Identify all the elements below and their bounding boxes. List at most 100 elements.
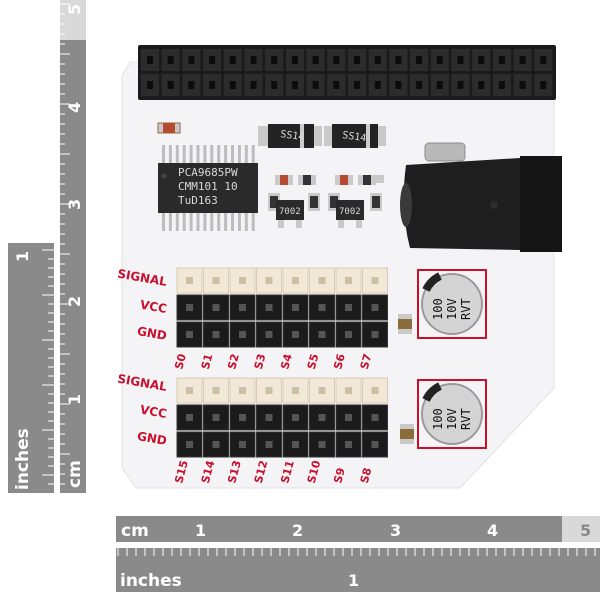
ic-marking-line-3: TuD163	[178, 194, 218, 207]
header-socket-hole	[167, 56, 174, 64]
bottom-ruler-inch-numbers: 1	[348, 571, 359, 590]
pin-tip	[318, 304, 326, 311]
pin-tip	[345, 441, 352, 448]
pin-tip	[265, 387, 273, 394]
pin-tip	[265, 277, 273, 284]
header-socket-hole	[333, 81, 340, 89]
header-socket-hole	[147, 81, 153, 89]
header-socket-hole	[271, 81, 278, 89]
diode-1-marking: SS14	[280, 129, 305, 143]
ic-pin	[175, 145, 179, 165]
bottom-ruler-cm-number: 5	[580, 521, 591, 540]
channel-label: S4	[278, 352, 295, 371]
label-vcc-bottom: VCC	[139, 402, 168, 420]
pin-tip	[212, 387, 220, 394]
header-socket-hole	[374, 56, 381, 64]
capacitor-bottom-series: RVT	[459, 408, 473, 430]
ic-pin	[251, 211, 255, 231]
header-socket-hole	[291, 56, 298, 64]
header-socket-hole	[229, 56, 236, 64]
channel-label: S2	[225, 352, 242, 370]
pin-tip	[186, 331, 193, 338]
pin-tip	[345, 277, 352, 284]
transistor-1-marking: 7002	[279, 207, 301, 217]
pin-tip	[371, 331, 379, 338]
transistor-2: 7002	[336, 200, 364, 228]
capacitor-top-value: 100	[431, 298, 445, 320]
bottom-ruler-inch-number: 1	[348, 571, 359, 590]
header-socket-hole	[498, 81, 505, 89]
left-ruler-inch-label: inches	[13, 428, 33, 490]
pin-tip	[265, 441, 273, 448]
transistor-1: 7002	[276, 200, 304, 228]
pin-tip	[318, 387, 326, 394]
pin-tip	[292, 331, 299, 338]
ic-pin	[231, 211, 234, 231]
pin-tip	[265, 304, 273, 311]
header-socket-hole	[209, 56, 216, 64]
ic-pin	[237, 211, 241, 231]
ic-pin	[203, 211, 207, 231]
channel-label: S5	[305, 352, 322, 370]
header-socket-hole	[457, 81, 464, 89]
ic-pin	[175, 211, 179, 231]
label-gnd-bottom: GND	[136, 429, 168, 448]
header-socket-hole	[540, 81, 547, 89]
servo-header-group-top	[176, 267, 388, 348]
label-gnd-top: GND	[136, 324, 168, 343]
left-ruler-inch-number: 2	[13, 0, 32, 10]
pin-tip	[239, 331, 246, 338]
channel-label: S9	[331, 466, 348, 484]
ic-marking-line-2: CMM101 10	[178, 180, 238, 193]
pin-tip	[265, 414, 273, 421]
channel-label: S14	[199, 459, 218, 485]
header-socket-hole	[354, 56, 360, 64]
bottom-ruler-cm-number: 1	[195, 521, 206, 540]
header-socket-hole	[498, 56, 505, 64]
ic-pin	[231, 145, 234, 165]
channel-label: S11	[278, 459, 297, 485]
header-socket-hole	[291, 81, 298, 89]
pin-tip	[292, 277, 299, 284]
dc-barrel-jack	[400, 142, 562, 252]
pwm-driver-ic: PCA9685PW CMM101 10 TuD163	[158, 145, 258, 231]
ic-pin	[244, 145, 248, 165]
capacitor-bottom-voltage: 10V	[445, 408, 459, 430]
bottom-ruler-cm-number: 4	[487, 521, 498, 540]
channel-label: S8	[358, 466, 375, 484]
header-socket-hole	[250, 81, 257, 89]
ic-pin	[189, 211, 193, 231]
left-ruler-cm-number: 4	[65, 102, 84, 113]
ic-pin	[196, 145, 200, 165]
capacitor-top-series: RVT	[459, 298, 473, 320]
pin-tip	[371, 304, 379, 311]
header-socket-hole	[209, 81, 216, 89]
header-socket-hole	[229, 81, 236, 89]
bottom-ruler-ticks	[117, 542, 599, 556]
pin-tip	[318, 277, 326, 284]
ic-pin	[251, 145, 255, 165]
gnd-pin	[335, 321, 362, 348]
header-socket-hole	[188, 56, 195, 64]
ic-pin	[210, 145, 214, 165]
header-socket-hole	[436, 81, 443, 89]
bottom-ruler-cm-label: cm	[121, 521, 149, 541]
channel-label: S13	[225, 459, 244, 485]
pin-tip	[318, 441, 326, 448]
gnd-pin	[229, 431, 256, 458]
pin-tip	[292, 387, 299, 394]
channel-label: S15	[172, 459, 191, 485]
channel-label: S10	[305, 459, 324, 485]
header-socket-hole	[312, 81, 319, 89]
ic-pin	[210, 211, 214, 231]
header-socket-hole	[354, 81, 360, 89]
pin-tip	[212, 277, 220, 284]
header-socket-hole	[167, 81, 174, 89]
pin-tip	[212, 441, 220, 448]
